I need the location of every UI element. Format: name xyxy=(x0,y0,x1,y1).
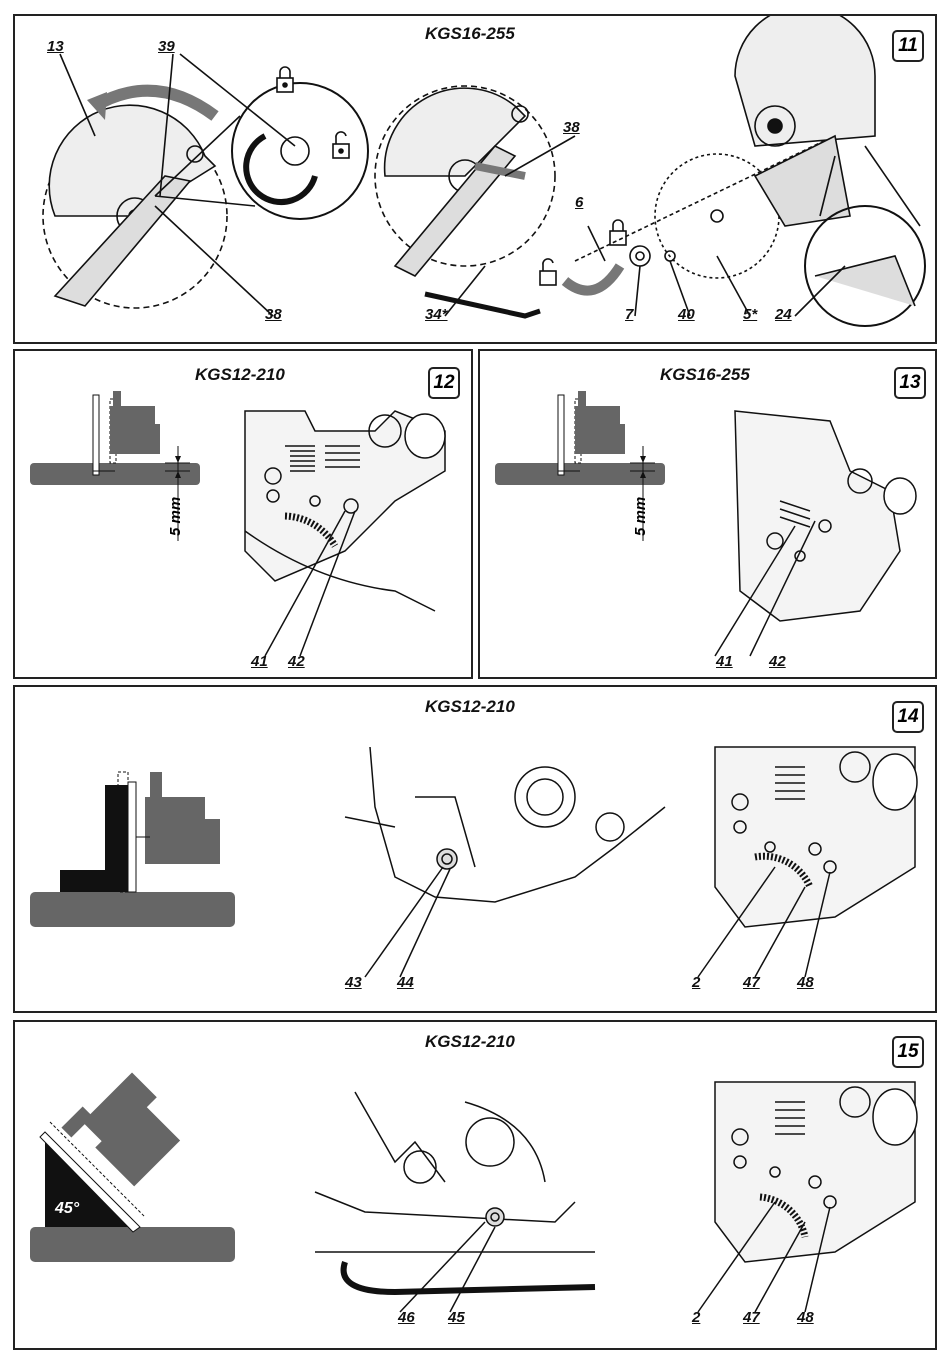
padlock-unlocked-icon xyxy=(333,132,349,158)
angle-label: 45° xyxy=(55,1200,79,1218)
callout-2: 2 xyxy=(692,974,700,991)
panel-12: KGS12-210 12 5 mm xyxy=(13,349,473,679)
rotate-arrow-icon xyxy=(565,266,620,291)
saw-unit-middle xyxy=(375,86,555,276)
callout-6: 6 xyxy=(575,194,583,211)
bevel-scale-detail xyxy=(698,1082,917,1312)
callout-46: 46 xyxy=(398,1309,415,1326)
callout-44: 44 xyxy=(397,974,414,991)
callout-47: 47 xyxy=(743,974,760,991)
square-45-diagram xyxy=(30,1073,235,1262)
callout-34: 34* xyxy=(425,306,448,323)
saw-unit-right xyxy=(735,16,875,226)
dimension-label: 5 mm xyxy=(632,497,649,536)
callout-41: 41 xyxy=(251,653,268,670)
bevel-90-illustration xyxy=(15,687,939,1015)
callout-39: 39 xyxy=(158,38,175,55)
callout-7: 7 xyxy=(625,306,633,323)
bevel-stop-detail xyxy=(345,747,665,977)
depth-gauge-diagram: 5 mm xyxy=(30,391,200,541)
callout-38: 38 xyxy=(265,306,282,323)
callout-48: 48 xyxy=(797,1309,814,1326)
callout-47: 47 xyxy=(743,1309,760,1326)
callout-5: 5* xyxy=(743,306,757,323)
padlock-locked-icon xyxy=(277,67,293,92)
angle-label: 90° xyxy=(71,849,95,867)
mechanism-detail xyxy=(715,411,916,656)
callout-45: 45 xyxy=(448,1309,465,1326)
mechanism-detail xyxy=(245,411,445,656)
callout-38: 38 xyxy=(563,119,580,136)
callout-24: 24 xyxy=(775,306,792,323)
callout-42: 42 xyxy=(769,653,786,670)
padlock-locked-icon xyxy=(610,220,626,245)
blade-change-illustration xyxy=(15,16,939,346)
depth-stop-illustration: 5 mm xyxy=(15,351,475,681)
square-90-diagram xyxy=(30,772,235,927)
callout-40: 40 xyxy=(678,306,695,323)
bevel-scale-detail xyxy=(698,747,917,977)
panel-15: KGS12-210 15 xyxy=(13,1020,937,1350)
callout-43: 43 xyxy=(345,974,362,991)
callout-48: 48 xyxy=(797,974,814,991)
callout-2: 2 xyxy=(692,1309,700,1326)
depth-gauge-diagram: 5 mm xyxy=(495,391,665,541)
flange xyxy=(630,246,650,266)
callout-13: 13 xyxy=(47,38,64,55)
dimension-label: 5 mm xyxy=(167,497,184,536)
panel-13: KGS16-255 13 5 mm xyxy=(478,349,937,679)
panel-11: KGS16-255 11 xyxy=(13,14,937,344)
padlock-unlocked-icon xyxy=(540,259,556,285)
callout-41: 41 xyxy=(716,653,733,670)
bevel-stop-detail xyxy=(315,1092,595,1312)
saw-unit-left xyxy=(43,105,227,308)
callout-42: 42 xyxy=(288,653,305,670)
bevel-45-illustration xyxy=(15,1022,939,1352)
panel-14: KGS12-210 14 xyxy=(13,685,937,1013)
depth-stop-illustration: 5 mm xyxy=(480,351,939,681)
